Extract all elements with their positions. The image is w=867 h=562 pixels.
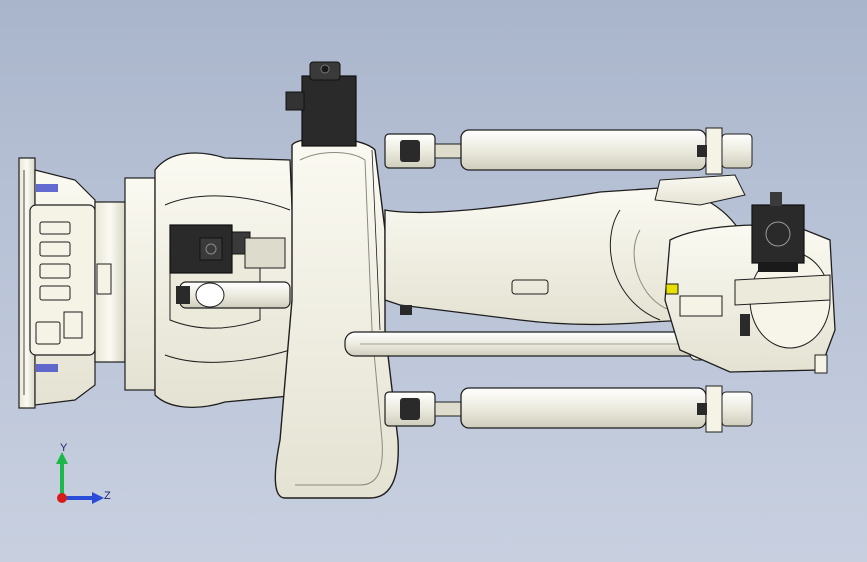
upper-arm-link	[384, 174, 746, 326]
rotary-column	[154, 152, 301, 408]
shoulder-casting	[274, 61, 399, 499]
parallel-link-rod	[344, 329, 721, 361]
balancer-cylinder-upper	[384, 127, 753, 175]
coordinate-triad: Y Z	[48, 440, 118, 510]
triad-y-label: Y	[60, 442, 68, 454]
triad-z-label: Z	[104, 490, 111, 502]
base-turntable	[94, 177, 156, 391]
base-flange	[18, 157, 96, 409]
wrist-assembly	[664, 192, 836, 374]
triad-axes-icon	[56, 452, 104, 504]
balancer-cylinder-lower	[384, 385, 753, 433]
